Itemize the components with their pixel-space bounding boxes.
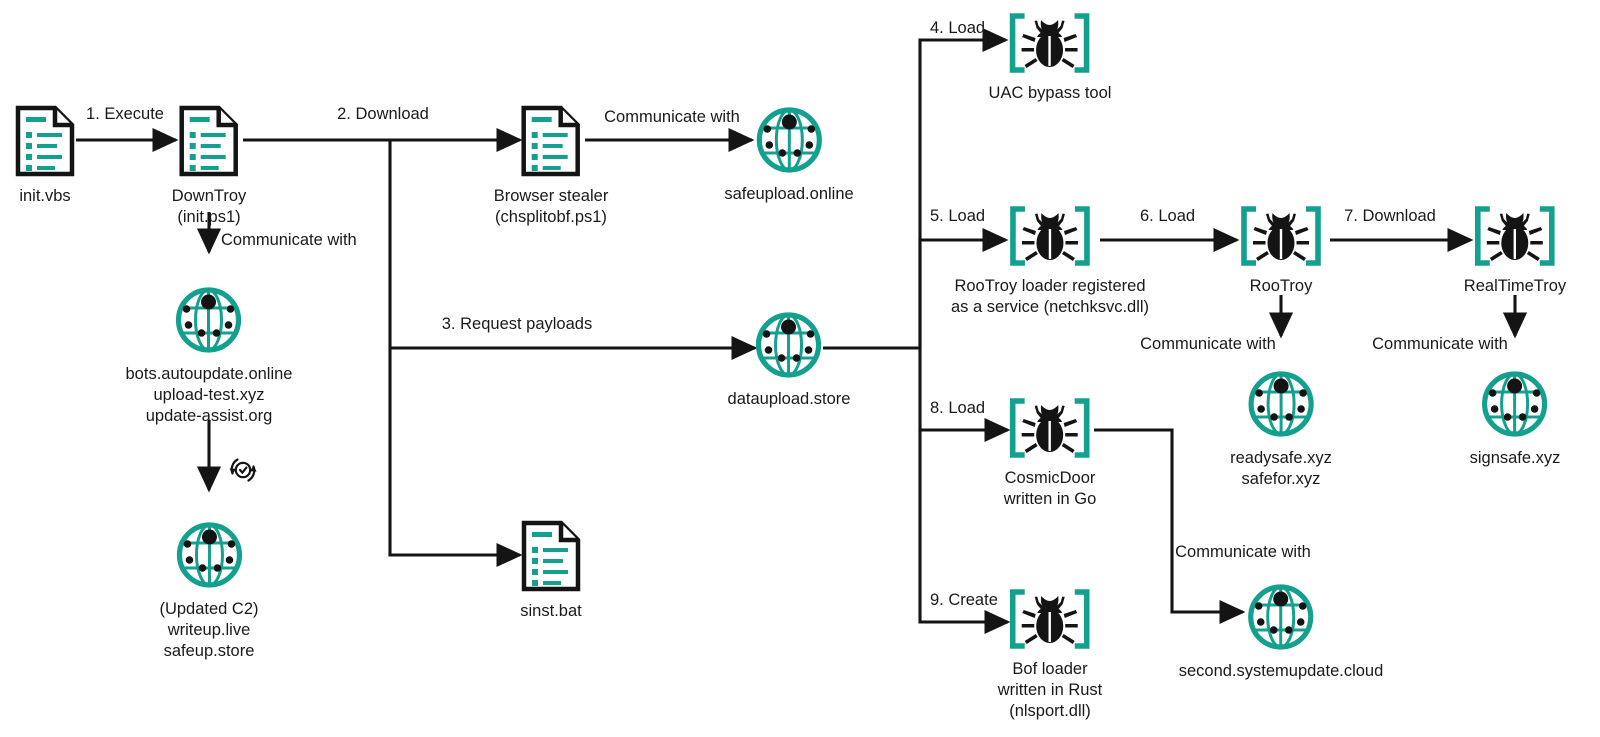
edge-label-3-request: 3. Request payloads bbox=[441, 315, 593, 333]
node-caption: DownTroy (init.ps1) bbox=[171, 187, 247, 226]
refresh-check-icon bbox=[225, 452, 261, 493]
node-uac-bypass-tool[interactable]: UAC bypass tool bbox=[988, 12, 1112, 104]
globe-icon bbox=[1480, 369, 1550, 444]
node-caption: (Updated C2) writeup.live safeup.store bbox=[159, 600, 259, 660]
node-caption: readysafe.xyz safefor.xyz bbox=[1230, 449, 1332, 488]
edge-label-communicate-stealer: Communicate with bbox=[604, 108, 740, 126]
document-icon bbox=[520, 105, 582, 182]
edge-label-4-load: 4. Load bbox=[930, 19, 986, 37]
node-caption: signsafe.xyz bbox=[1469, 449, 1561, 467]
bug-icon bbox=[1471, 205, 1559, 272]
edge-label-5-load: 5. Load bbox=[930, 207, 986, 225]
bug-icon bbox=[1237, 205, 1325, 272]
node-caption: second.systemupdate.cloud bbox=[1178, 662, 1384, 680]
bug-icon bbox=[1006, 205, 1094, 272]
node-readysafe[interactable]: readysafe.xyz safefor.xyz bbox=[1230, 369, 1332, 490]
node-caption: RooTroy loader registered as a service (… bbox=[950, 277, 1150, 316]
node-downtroy[interactable]: DownTroy (init.ps1) bbox=[171, 105, 247, 228]
globe-icon bbox=[754, 105, 824, 180]
edge-label-communicate-cosmicdoor: Communicate with bbox=[1175, 543, 1311, 561]
edge-label-communicate-realtimetroy: Communicate with bbox=[1372, 335, 1508, 353]
edge-trunk-to-sinst bbox=[388, 348, 523, 568]
node-caption: dataupload.store bbox=[727, 390, 851, 408]
node-caption: CosmicDoor written in Go bbox=[1003, 469, 1097, 508]
bug-icon bbox=[1006, 588, 1094, 655]
globe-icon bbox=[174, 520, 244, 595]
edge-label-communicate-downtroy: Communicate with bbox=[221, 231, 357, 249]
node-safeupload-online[interactable]: safeupload.online bbox=[724, 105, 854, 205]
bug-icon bbox=[1006, 397, 1094, 464]
edge-label-1-execute: 1. Execute bbox=[86, 105, 164, 123]
node-caption: sinst.bat bbox=[520, 602, 582, 620]
globe-icon bbox=[1246, 369, 1316, 444]
node-sync-marker bbox=[225, 452, 261, 493]
globe-icon bbox=[174, 285, 244, 360]
bug-icon bbox=[1006, 12, 1094, 79]
node-signsafe[interactable]: signsafe.xyz bbox=[1469, 369, 1561, 469]
edge-label-9-create: 9. Create bbox=[930, 591, 998, 609]
node-caption: safeupload.online bbox=[724, 185, 854, 203]
node-bof-loader[interactable]: Bof loader written in Rust (nlsport.dll) bbox=[997, 588, 1103, 722]
node-caption: UAC bypass tool bbox=[988, 84, 1112, 102]
node-bots-c2[interactable]: bots.autoupdate.online upload-test.xyz u… bbox=[125, 285, 293, 427]
node-realtimetroy[interactable]: RealTimeTroy bbox=[1464, 205, 1566, 297]
node-init-vbs[interactable]: init.vbs bbox=[14, 105, 76, 207]
document-icon bbox=[520, 520, 582, 597]
globe-icon bbox=[754, 310, 824, 385]
node-sinst-bat[interactable]: sinst.bat bbox=[520, 520, 582, 622]
node-rootroy-loader[interactable]: RooTroy loader registered as a service (… bbox=[951, 205, 1149, 318]
node-updated-c2[interactable]: (Updated C2) writeup.live safeup.store bbox=[159, 520, 259, 662]
edge-label-2-download: 2. Download bbox=[337, 105, 429, 123]
edge-label-7-download: 7. Download bbox=[1344, 207, 1436, 225]
globe-icon bbox=[1246, 582, 1316, 657]
node-dataupload-store[interactable]: dataupload.store bbox=[727, 310, 851, 410]
node-cosmicdoor[interactable]: CosmicDoor written in Go bbox=[1003, 397, 1097, 510]
edge-label-6-load: 6. Load bbox=[1140, 207, 1196, 225]
node-caption: Bof loader written in Rust (nlsport.dll) bbox=[997, 660, 1103, 720]
document-icon bbox=[178, 105, 240, 182]
document-icon bbox=[14, 105, 76, 182]
edge-label-8-load: 8. Load bbox=[930, 399, 986, 417]
node-caption: RooTroy bbox=[1249, 277, 1313, 295]
node-caption: Browser stealer (chsplitobf.ps1) bbox=[493, 187, 609, 226]
node-rootroy[interactable]: RooTroy bbox=[1237, 205, 1325, 297]
node-browser-stealer[interactable]: Browser stealer (chsplitobf.ps1) bbox=[493, 105, 609, 228]
node-caption: bots.autoupdate.online upload-test.xyz u… bbox=[125, 365, 293, 425]
node-caption: RealTimeTroy bbox=[1463, 277, 1567, 295]
node-caption: init.vbs bbox=[19, 187, 71, 205]
edge-label-communicate-rootroy: Communicate with bbox=[1140, 335, 1276, 353]
node-second-systemupdate[interactable]: second.systemupdate.cloud bbox=[1178, 582, 1384, 682]
